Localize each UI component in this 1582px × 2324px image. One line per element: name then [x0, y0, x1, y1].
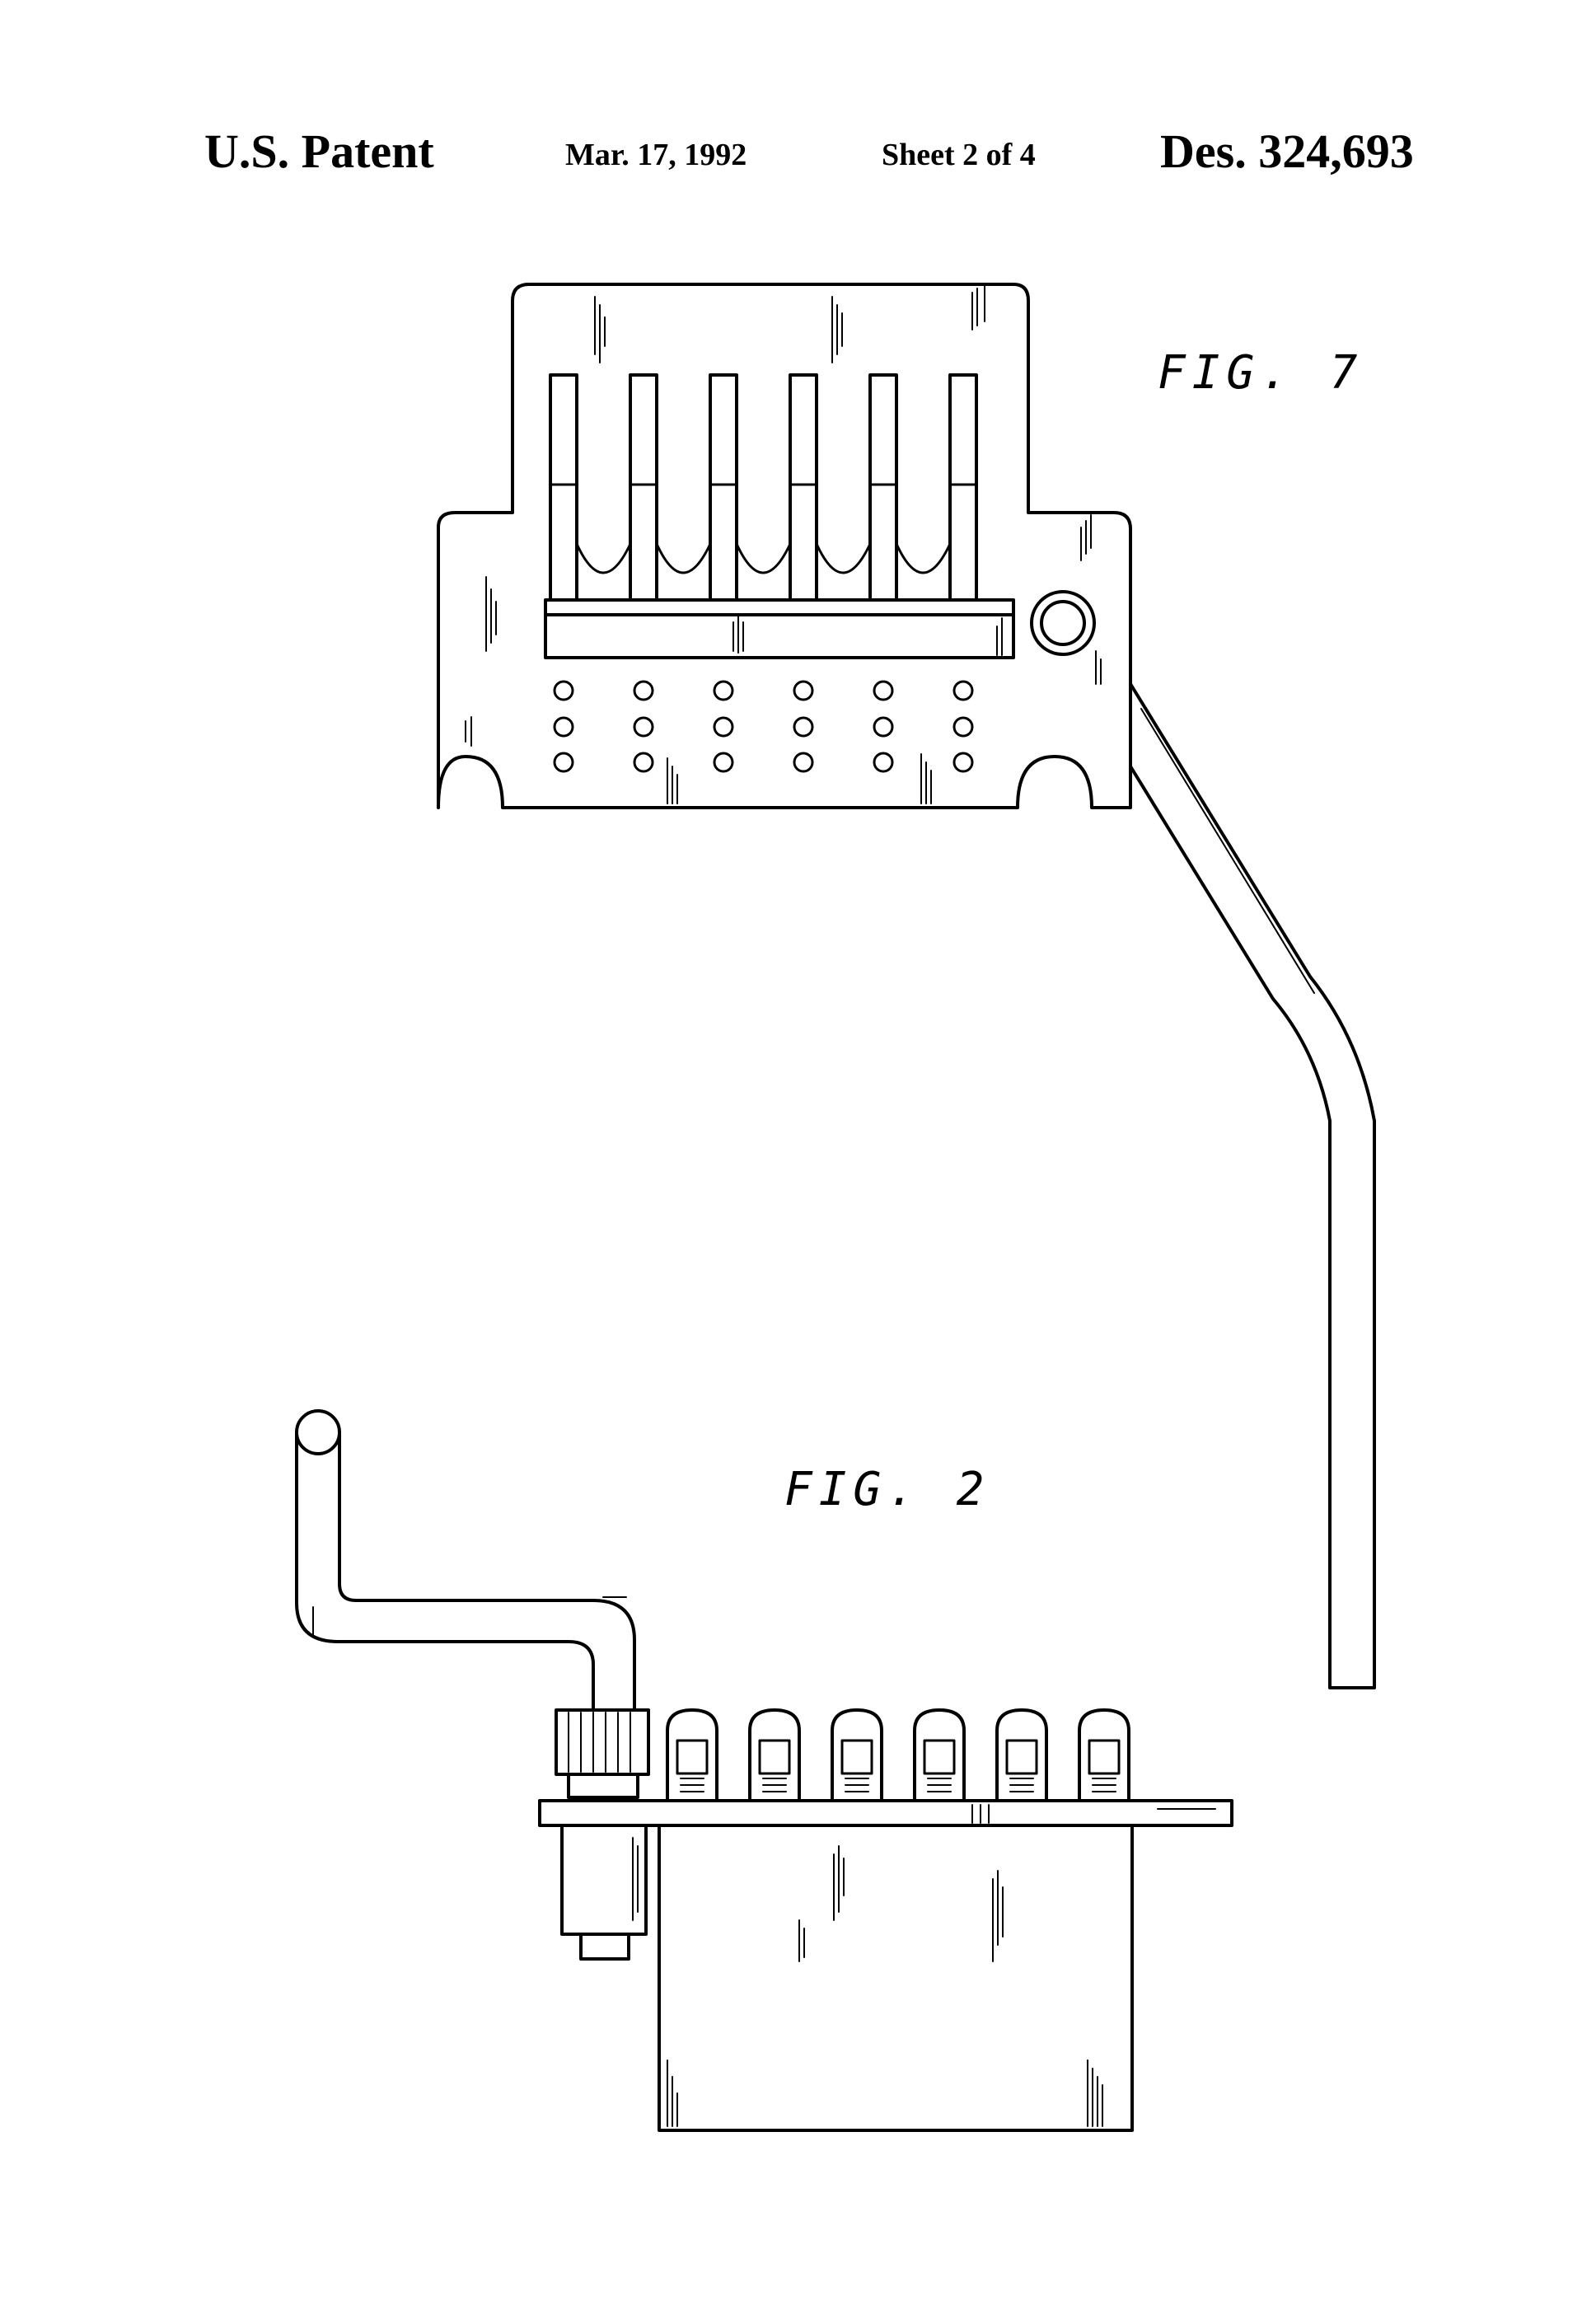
fig-7-arm-socket — [1030, 590, 1096, 656]
sheet-number: Sheet 2 of 4 — [882, 138, 1036, 172]
fig-7-saddles — [549, 373, 978, 602]
fig-7-bridge-top-view — [437, 283, 1376, 1689]
fig-2-arm-collar — [555, 1708, 650, 1776]
fig-2-arm-tip — [295, 1409, 341, 1455]
fig-7-screw-holes — [553, 680, 974, 773]
fig-2-base-plate — [538, 1799, 1233, 1827]
fig-2-bridge-side-view — [295, 1409, 1233, 2132]
fig-2-saddles — [666, 1708, 1130, 1802]
fig-7-label: FIG. 7 — [1158, 346, 1364, 400]
fig-2-label: FIG. 2 — [784, 1463, 991, 1516]
fig-7-tremolo-arm — [1129, 682, 1376, 1689]
fig-2-sustain-block — [658, 1824, 1134, 2132]
patent-number: Des. 324,693 — [1160, 124, 1414, 178]
patent-label: U.S. Patent — [204, 124, 434, 178]
fig-2-tremolo-arm — [295, 1431, 595, 1712]
patent-date: Mar. 17, 1992 — [565, 138, 747, 172]
